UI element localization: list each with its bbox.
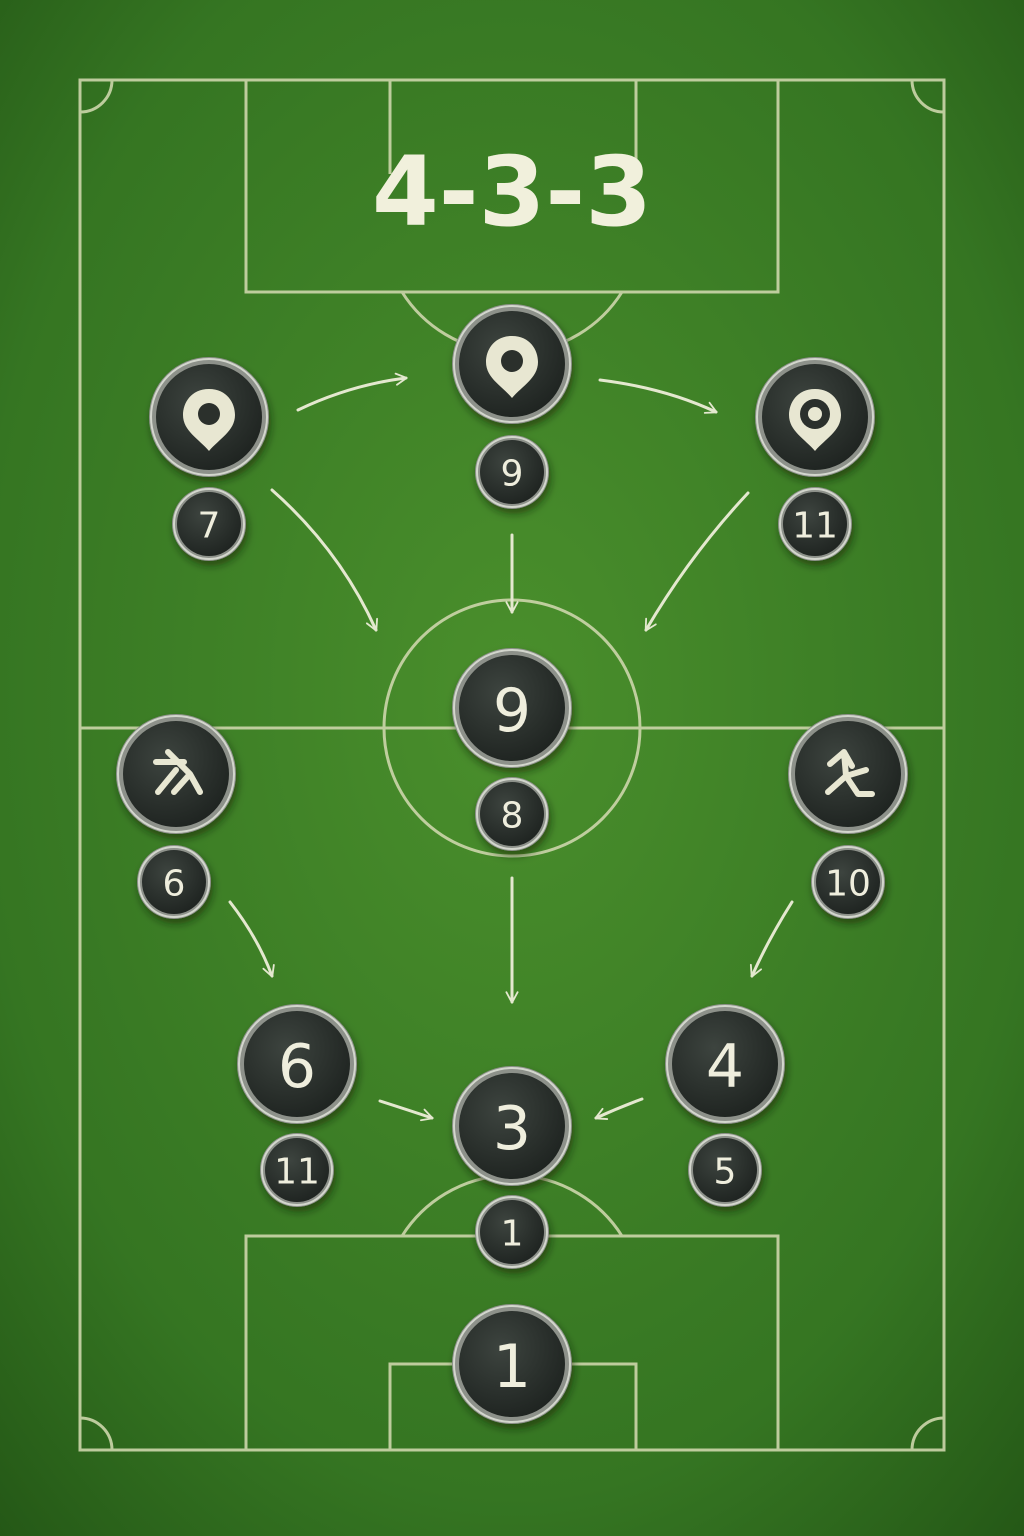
token-highlight [453, 1305, 571, 1423]
token-face [265, 1138, 329, 1202]
right-forward-number[interactable]: 11 [778, 487, 852, 561]
center-forward-number[interactable]: 9 [475, 435, 549, 509]
boot-kick-icon [153, 749, 203, 795]
left-forward-number[interactable]: 7 [172, 487, 246, 561]
token-label: 3 [493, 1094, 531, 1164]
token-highlight [476, 1196, 548, 1268]
token-face [177, 492, 241, 556]
right-mid-number[interactable]: 10 [811, 845, 885, 919]
token-face [142, 850, 206, 914]
goalkeeper-token[interactable]: 1 [452, 1304, 572, 1424]
token-highlight [261, 1134, 333, 1206]
token-highlight [689, 1134, 761, 1206]
token-face [459, 655, 565, 761]
center-mid-token[interactable]: 9 [452, 648, 572, 768]
movement-arrows [228, 372, 794, 1122]
arrow-right-forward-to-midfield [644, 491, 750, 632]
token-highlight [453, 305, 571, 423]
token-highlight [666, 1005, 784, 1123]
right-forward-badge[interactable] [755, 357, 875, 477]
token-label: 6 [163, 864, 186, 905]
token-label: 11 [274, 1152, 320, 1193]
arrow-left-back-to-center [378, 1099, 434, 1122]
token-face [459, 1073, 565, 1179]
token-highlight [117, 715, 235, 833]
center-mid-number[interactable]: 8 [475, 777, 549, 851]
left-back-number[interactable]: 11 [260, 1133, 334, 1207]
runner-icon [825, 749, 875, 797]
token-face [693, 1138, 757, 1202]
token-label: 11 [792, 506, 838, 547]
left-forward-badge[interactable] [149, 357, 269, 477]
token-highlight [150, 358, 268, 476]
player-tokens: 7 9 11 9 8 6 10 6 11 3 1 4 5 1 [116, 304, 908, 1424]
token-highlight [789, 715, 907, 833]
pitch-markings [78, 78, 946, 1452]
arrow-right-mid-to-defense [749, 900, 794, 978]
token-highlight [238, 1005, 356, 1123]
token-highlight [476, 778, 548, 850]
token-face [459, 1311, 565, 1417]
token-face [672, 1011, 778, 1117]
corner-arc-top-left [79, 79, 114, 114]
arrow-right-back-to-center [594, 1097, 644, 1120]
left-mid-badge[interactable] [116, 714, 236, 834]
corner-arc-top-right [910, 79, 945, 114]
corner-arc-bottom-left [79, 1416, 114, 1451]
token-highlight [138, 846, 210, 918]
token-highlight [756, 358, 874, 476]
token-highlight [812, 846, 884, 918]
arrow-center-to-right-forward [598, 378, 718, 414]
token-label: 4 [706, 1032, 744, 1102]
left-mid-number[interactable]: 6 [137, 845, 211, 919]
token-label: 1 [493, 1332, 531, 1402]
token-label: 9 [493, 676, 531, 746]
map-pin-icon [486, 336, 538, 398]
center-back-token[interactable]: 3 [452, 1066, 572, 1186]
token-label: 1 [501, 1214, 524, 1255]
arrow-left-forward-to-midfield [270, 488, 378, 632]
token-highlight [453, 649, 571, 767]
right-mid-badge[interactable] [788, 714, 908, 834]
token-label: 8 [501, 796, 524, 837]
token-label: 7 [198, 506, 221, 547]
arrow-left-forward-to-center [296, 372, 408, 412]
token-highlight [173, 488, 245, 560]
token-face [816, 850, 880, 914]
token-label: 10 [825, 864, 871, 905]
arrow-left-mid-to-defense [228, 900, 275, 978]
map-pin-icon [183, 389, 235, 451]
token-face [244, 1011, 350, 1117]
token-label: 6 [278, 1032, 316, 1102]
right-back-number[interactable]: 5 [688, 1133, 762, 1207]
token-face [480, 440, 544, 504]
target-pin-icon [789, 389, 841, 451]
top-penalty-box [244, 78, 780, 294]
token-highlight [476, 436, 548, 508]
left-back-token[interactable]: 6 [237, 1004, 357, 1124]
token-highlight [453, 1067, 571, 1185]
token-face [480, 1200, 544, 1264]
token-label: 5 [714, 1152, 737, 1193]
corner-arc-bottom-right [910, 1416, 945, 1451]
token-face [480, 782, 544, 846]
right-back-token[interactable]: 4 [665, 1004, 785, 1124]
token-face [783, 492, 847, 556]
token-highlight [779, 488, 851, 560]
formation-title: 4-3-3 [372, 136, 652, 248]
center-forward-badge[interactable] [452, 304, 572, 424]
center-back-number[interactable]: 1 [475, 1195, 549, 1269]
token-label: 9 [501, 454, 524, 495]
